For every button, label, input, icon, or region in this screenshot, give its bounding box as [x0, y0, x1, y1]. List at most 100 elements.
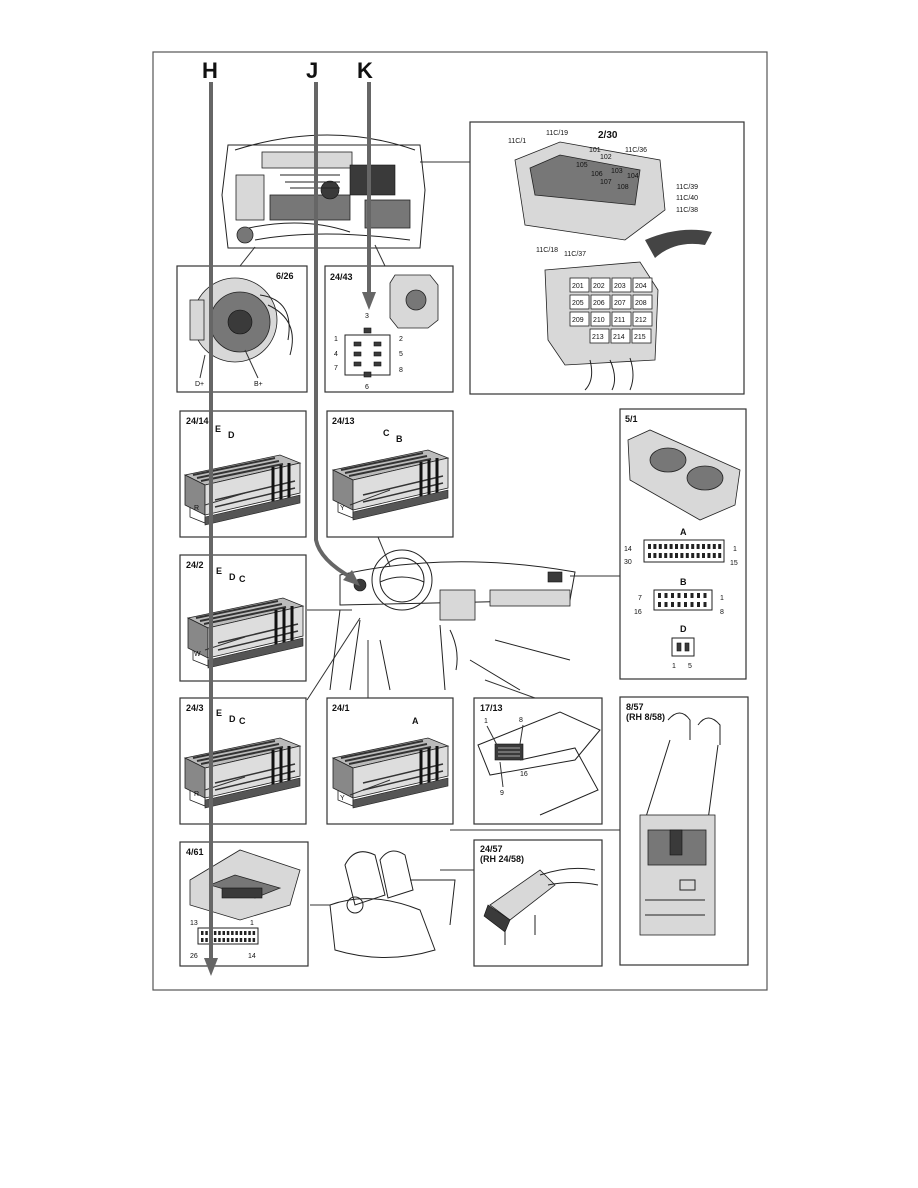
panel-title-4-61: 4/61 — [186, 847, 204, 857]
relay-209: 209 — [569, 311, 590, 327]
fuse-label-11c-18: 11C/18 — [536, 247, 558, 254]
panel-title-17-13: 17/13 — [480, 703, 503, 713]
relay-108: 108 — [617, 184, 629, 191]
panel-diagnostic-socket: 17/13 1 8 16 9 — [473, 697, 603, 825]
cluster-a-pin — [718, 553, 722, 558]
fuse-label-11c-19: 11C/19 — [546, 130, 568, 137]
relay-205: 205 — [569, 294, 590, 310]
relay-210: 210 — [590, 311, 611, 327]
arrow-label-h: H — [202, 58, 218, 83]
cluster-a-pin — [675, 544, 678, 549]
engine-bay-illustration — [221, 134, 426, 249]
panel-seat-belt-tensioner: 8/57 (RH 8/58) — [619, 696, 749, 966]
panel-title-6-26: 6/26 — [276, 271, 294, 281]
sensor-pin-1: 1 — [334, 336, 338, 343]
cluster-b-pin — [684, 593, 687, 598]
ecu-pin — [226, 938, 230, 942]
side-label-r: R — [194, 505, 199, 512]
cluster-b-pin — [684, 602, 687, 607]
panel-title-24-2: 24/2 — [186, 560, 204, 570]
cluster-a-pin — [691, 544, 695, 549]
cluster-conn-a-pins — [648, 544, 722, 558]
ecu-pin — [244, 931, 247, 935]
ecu-pin — [239, 938, 243, 942]
ecu-pin — [213, 931, 217, 935]
relay-207: 207 — [611, 294, 632, 310]
cluster-a-pin — [707, 544, 711, 549]
side-label-w: W — [194, 651, 201, 658]
ecu-pin — [226, 931, 230, 935]
sensor-pin-4: 4 — [334, 351, 338, 358]
relay-106: 106 — [591, 171, 603, 178]
panel-instrument-cluster: 5/1 A 14 1 30 15 B 7 1 16 8 D 1 5 — [619, 408, 747, 680]
svg-text:207: 207 — [614, 300, 626, 307]
relay-204: 204 — [632, 277, 653, 293]
svg-text:208: 208 — [635, 300, 647, 307]
relay-105: 105 — [576, 162, 588, 169]
svg-text:213: 213 — [592, 334, 604, 341]
panel-connector-24-1: 24/1 A Y — [326, 697, 454, 825]
sensor-pin-3: 3 — [365, 313, 369, 320]
fuse-label-11c-1: 11C/1 — [508, 138, 526, 145]
diag-pin-1: 1 — [484, 718, 488, 725]
cluster-a-pin — [702, 553, 705, 558]
panel-connector-24-13: 24/13 C B Y — [326, 410, 454, 538]
sensor-pin-8: 8 — [399, 367, 403, 374]
svg-text:211: 211 — [614, 317, 625, 324]
fuse-label-11c-37: 11C/37 — [564, 251, 586, 258]
cluster-b-pin — [697, 593, 700, 598]
cluster-a-pin — [680, 544, 684, 549]
panel-subtitle-rh-8-58: (RH 8/58) — [626, 712, 665, 722]
relay-212: 212 — [632, 311, 653, 327]
letter-d: D — [229, 572, 236, 582]
alternator-b-plus: B+ — [254, 381, 263, 388]
ecu-pin — [201, 938, 204, 942]
letter-e: E — [216, 708, 222, 718]
cluster-b-pin — [677, 593, 681, 598]
side-label-r: R — [194, 791, 199, 798]
cluster-a-pin — [685, 544, 689, 549]
diag-pin-8: 8 — [519, 717, 523, 724]
cluster-conn-d-label: D — [680, 624, 687, 634]
arrow-h: H — [202, 58, 218, 976]
panel-title-8-57: 8/57 — [626, 702, 644, 712]
cluster-a-pin — [653, 553, 657, 558]
panel-subtitle-rh-24-58: (RH 24/58) — [480, 854, 524, 864]
diag-pin-9: 9 — [500, 790, 504, 797]
cluster-b-pin-7: 7 — [638, 595, 642, 602]
letter-d: D — [229, 714, 236, 724]
panel-title-24-57: 24/57 — [480, 844, 503, 854]
cluster-a-pin — [696, 553, 700, 558]
cluster-b-pin-16: 16 — [634, 609, 642, 616]
svg-text:210: 210 — [593, 317, 605, 324]
fuse-label-11c-39: 11C/39 — [676, 184, 698, 191]
cluster-a-pin-30: 30 — [624, 559, 632, 566]
sensor-pin-5: 5 — [399, 351, 403, 358]
cluster-a-pin — [696, 544, 700, 549]
letter-e: E — [216, 566, 222, 576]
dashboard-illustration — [329, 549, 576, 691]
panel-title-24-43: 24/43 — [330, 272, 353, 282]
cluster-a-pin-15: 15 — [730, 560, 738, 567]
ecu-pin — [252, 931, 256, 935]
cluster-a-pin — [669, 544, 673, 549]
ecu-pin — [222, 931, 225, 935]
arrow-k: K — [357, 58, 376, 310]
panel-alternator: 6/26 D+ B+ — [176, 265, 308, 393]
cluster-b-pin — [690, 593, 694, 598]
panel-title-24-1: 24/1 — [332, 703, 350, 713]
relay-107: 107 — [600, 179, 612, 186]
relay-206: 206 — [590, 294, 611, 310]
svg-text:212: 212 — [635, 317, 647, 324]
cluster-b-pin — [703, 602, 707, 607]
ecu-pin-1: 1 — [250, 920, 254, 927]
panel-title-24-3: 24/3 — [186, 703, 204, 713]
side-label-y: Y — [340, 505, 345, 512]
svg-text:214: 214 — [613, 334, 625, 341]
ecu-pin — [235, 931, 238, 935]
svg-text:205: 205 — [572, 300, 584, 307]
cluster-b-pin — [671, 593, 674, 598]
relay-row-top: 101 102 103 104 105 106 107 108 — [576, 147, 639, 191]
ecu-pin-26: 26 — [190, 953, 198, 960]
cluster-a-pin — [675, 553, 678, 558]
